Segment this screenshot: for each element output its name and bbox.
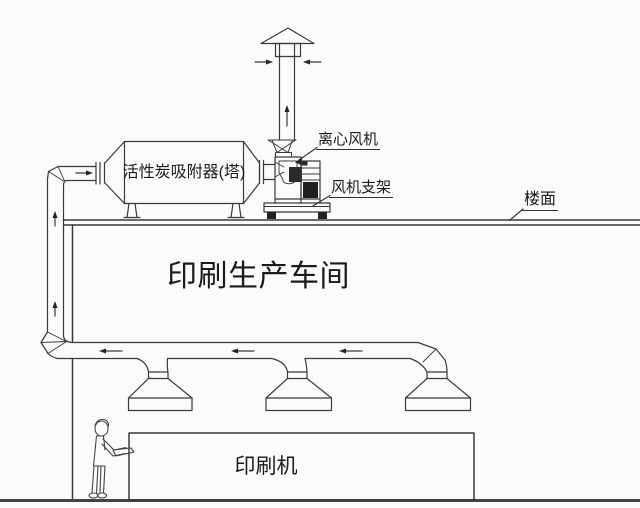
cap-flow-arrow-right-icon <box>303 59 322 65</box>
fan-leader-line <box>295 146 318 165</box>
rain-cap <box>260 27 315 58</box>
suction-hood-2 <box>265 357 333 412</box>
worker-figure <box>88 418 135 499</box>
elbow-bottom-left <box>40 331 74 360</box>
duct-flow-arrow-2-icon <box>231 348 255 354</box>
roof-label: 楼面 <box>522 191 559 211</box>
exhaust-stack <box>278 55 296 141</box>
riser-flow-arrow-top-icon <box>52 211 58 227</box>
stack-flow-arrow-icon <box>284 105 290 127</box>
roof-leader-line <box>508 208 524 222</box>
fan-outlet-transition <box>267 139 297 158</box>
fan-support-stand <box>263 198 331 219</box>
centrifugal-fan-label: 离心风机 <box>316 131 381 150</box>
support-leader-line <box>311 194 331 208</box>
suction-hood-1 <box>127 357 193 412</box>
inlet-flow-arrow-icon <box>75 170 93 176</box>
duct-flow-arrow-3-icon <box>339 348 363 354</box>
riser-flow-arrow-bottom-icon <box>52 301 58 317</box>
centrifugal-fan <box>274 156 321 200</box>
adsorber-legs <box>123 202 245 219</box>
adsorber-label: 活性炭吸附器(塔) <box>122 164 246 181</box>
workshop-label: 印刷生产车间 <box>167 260 350 293</box>
vertical-duct <box>46 178 65 336</box>
duct-flow-arrow-1-icon <box>99 348 123 354</box>
suction-hood-3 <box>404 341 472 412</box>
printing-machine-box <box>128 432 475 501</box>
fan-support-label: 风机支架 <box>329 179 394 198</box>
inlet-duct <box>57 165 97 182</box>
elbow-top-left <box>46 165 67 187</box>
roof-line <box>62 219 640 226</box>
printing-machine-label: 印刷机 <box>234 455 298 478</box>
cap-flow-arrow-left-icon <box>254 59 273 65</box>
horizontal-duct <box>57 341 419 360</box>
